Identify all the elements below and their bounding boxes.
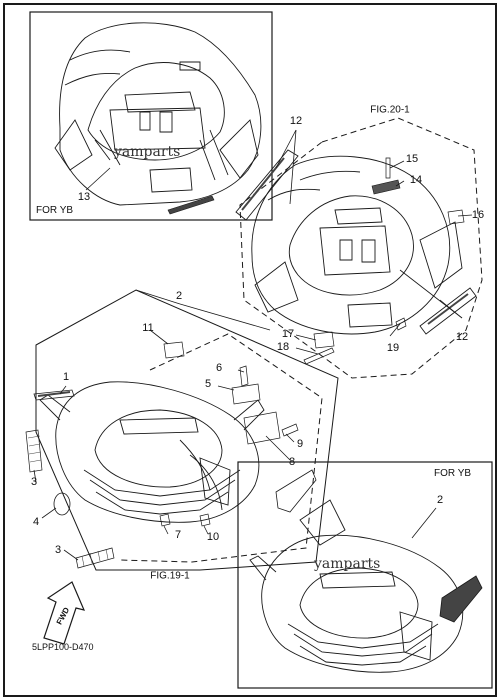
for-yb-box-bottom xyxy=(237,461,493,689)
front-fender-yb-illustration xyxy=(249,499,464,673)
fig19-boundary xyxy=(35,289,339,571)
decal-12-right-print xyxy=(427,293,469,325)
callout-13: 13 xyxy=(77,191,91,203)
callout-9: 9 xyxy=(296,438,304,450)
callout-12b: 12 xyxy=(455,331,469,343)
rivet-15 xyxy=(385,157,391,179)
bolt-6 xyxy=(239,365,249,387)
leader-2b xyxy=(411,507,437,539)
callout-14: 14 xyxy=(409,174,423,186)
plate-17 xyxy=(313,331,335,349)
leader-13 xyxy=(85,167,111,191)
label-14 xyxy=(371,179,401,195)
callout-16: 16 xyxy=(471,209,485,221)
callout-3b: 3 xyxy=(54,544,62,556)
fig19-leaders xyxy=(33,289,295,561)
plate-8 xyxy=(243,411,281,445)
diagram-part-code: 5LPP100-D470 xyxy=(32,642,94,652)
for-yb-label-bottom: FOR YB xyxy=(434,468,472,479)
bracket-5 xyxy=(231,383,261,405)
fig19-reference: FIG.19-1 xyxy=(150,570,190,582)
stripe-3-left-hatch xyxy=(27,435,42,463)
outer-frame xyxy=(3,3,497,697)
callout-6: 6 xyxy=(215,362,223,374)
fender-flap-yb xyxy=(439,575,483,623)
callout-10: 10 xyxy=(206,531,220,543)
stripe-3-bottom-hatch xyxy=(81,548,109,567)
fwd-arrow-icon xyxy=(43,581,86,645)
reflector-4 xyxy=(53,492,71,516)
fender-flap xyxy=(275,469,317,513)
grommet-7 xyxy=(159,513,171,527)
fig20-leaders xyxy=(275,129,473,355)
for-yb-box-top xyxy=(29,11,273,221)
watermark-top: yamparts xyxy=(114,144,181,160)
callout-2: 2 xyxy=(175,290,183,302)
grommet-10 xyxy=(199,513,211,527)
rear-fender-illustration xyxy=(251,155,463,335)
rivet-9 xyxy=(281,423,299,437)
emblem-1 xyxy=(33,389,75,401)
callout-2b: 2 xyxy=(436,494,444,506)
callout-7: 7 xyxy=(174,529,182,541)
callout-4: 4 xyxy=(32,516,40,528)
decal-12-left xyxy=(235,149,299,221)
callout-8: 8 xyxy=(288,456,296,468)
fig20-reference: FIG.20-1 xyxy=(370,104,410,116)
callout-18: 18 xyxy=(276,341,290,353)
emblem-1-print xyxy=(37,391,71,397)
callout-17: 17 xyxy=(281,328,295,340)
plate-11 xyxy=(163,341,185,359)
rear-fender-yb-illustration xyxy=(54,22,262,206)
rivet-18 xyxy=(303,347,335,365)
part-16 xyxy=(447,209,465,225)
callout-1: 1 xyxy=(62,371,70,383)
fig20-dashed-boundary xyxy=(239,117,483,379)
callout-15: 15 xyxy=(405,153,419,165)
bolt-19 xyxy=(395,317,407,331)
fig19-dashed-inner xyxy=(119,333,323,563)
callout-3a: 3 xyxy=(30,476,38,488)
front-fender-illustration xyxy=(39,381,265,523)
callout-11: 11 xyxy=(142,322,154,334)
for-yb-label-top: FOR YB xyxy=(36,205,74,216)
stripe-decal-13 xyxy=(167,195,215,215)
callout-19: 19 xyxy=(386,342,400,354)
watermark-bottom: yamparts xyxy=(314,556,381,572)
decal-12-right xyxy=(419,287,477,335)
callout-12a: 12 xyxy=(289,115,303,127)
stripe-3-bottom xyxy=(75,547,115,569)
stripe-3-left xyxy=(25,429,43,473)
callout-5: 5 xyxy=(204,378,212,390)
